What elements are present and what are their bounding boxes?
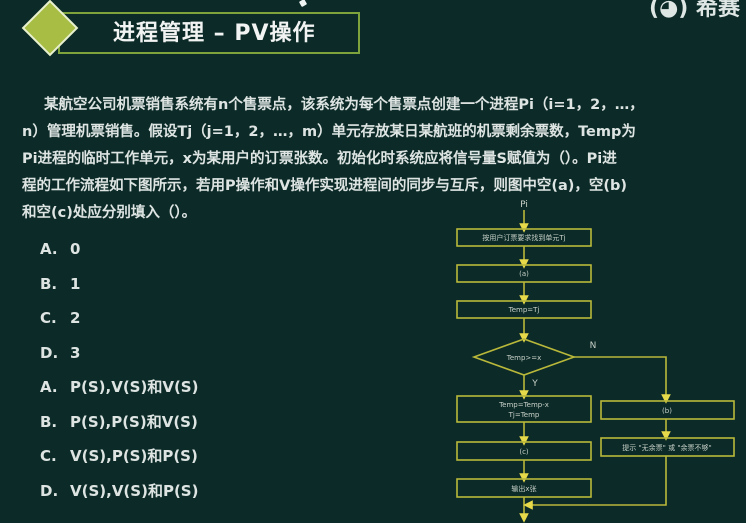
- question-line: n）管理机票销售。假设Tj（j=1，2，…，m）单元存放某日某航班的机票剩余票数…: [22, 124, 636, 140]
- option-text: 2: [70, 309, 81, 327]
- flow-box-update-2: Tj=Temp: [508, 411, 540, 419]
- answer-options: A. 0 B. 1 C. 2 D. 3 A. P(S),V(S)和V(S) B. P(S),…: [40, 232, 198, 508]
- question-line: Pi进程的临时工作单元，x为某用户的订票张数。初始化时系统应将信号量S赋值为（）…: [22, 151, 617, 167]
- flow-box-c: (c): [519, 448, 529, 456]
- flow-box-a: (a): [519, 270, 529, 278]
- option-text: 0: [70, 240, 81, 258]
- flow-box-temp: Temp=Tj: [508, 306, 540, 314]
- option-d-1[interactable]: D. 3: [40, 336, 198, 371]
- question-line: 和空(c)处应分别填入（）。: [22, 205, 197, 221]
- question-line: 程的工作流程如下图所示，若用P操作和V操作实现进程间的同步与互斥，则图中空(a)…: [22, 178, 628, 194]
- option-text: 3: [70, 343, 81, 362]
- option-letter: C.: [40, 447, 57, 465]
- option-text: P(S),V(S)和V(S): [70, 378, 199, 396]
- option-d-2[interactable]: D. V(S),V(S)和P(S): [40, 474, 198, 509]
- question-text: 某航空公司机票销售系统有n个售票点，该系统为每个售票点创建一个进程Pi（i=1，…: [22, 92, 727, 227]
- option-b-1[interactable]: B. 1: [40, 267, 198, 302]
- flow-box-update-1: Temp=Temp-x: [498, 401, 549, 409]
- flow-box-prompt: 提示 "无余票" 或 "余票不够": [622, 443, 712, 452]
- question-line: 某航空公司机票销售系统有n个售票点，该系统为每个售票点创建一个进程Pi（i=1，…: [44, 97, 644, 113]
- option-letter: C.: [40, 309, 57, 327]
- flow-decision: Temp>=x: [506, 354, 542, 362]
- option-a-2[interactable]: A. P(S),V(S)和V(S): [40, 370, 198, 405]
- brand-logo: (◕) 希赛: [649, 0, 740, 21]
- flow-no-label: N: [590, 341, 597, 351]
- page-title: 进程管理 – PV操作: [113, 21, 316, 46]
- flow-box-find-unit: 按用户订票要求找到单元Tj: [482, 233, 565, 242]
- option-text: V(S),P(S)和P(S): [70, 447, 198, 465]
- option-letter: A.: [40, 240, 58, 258]
- option-text: P(S),P(S)和V(S): [70, 412, 198, 431]
- option-letter: B.: [40, 274, 58, 293]
- option-text: 1: [70, 274, 81, 293]
- option-c-1[interactable]: C. 2: [40, 301, 198, 336]
- flow-box-output: 输出x张: [511, 484, 536, 493]
- option-b-2[interactable]: B. P(S),P(S)和V(S): [40, 405, 198, 440]
- option-letter: D.: [40, 481, 59, 500]
- mouse-cursor-icon: [298, 0, 308, 8]
- flow-box-b: (b): [662, 407, 672, 415]
- option-letter: D.: [40, 343, 59, 362]
- flow-yes-label: Y: [531, 379, 538, 389]
- option-c-2[interactable]: C. V(S),P(S)和P(S): [40, 439, 198, 474]
- option-a-1[interactable]: A. 0: [40, 232, 198, 267]
- option-text: V(S),V(S)和P(S): [70, 481, 199, 500]
- option-letter: B.: [40, 412, 58, 431]
- option-letter: A.: [40, 378, 58, 396]
